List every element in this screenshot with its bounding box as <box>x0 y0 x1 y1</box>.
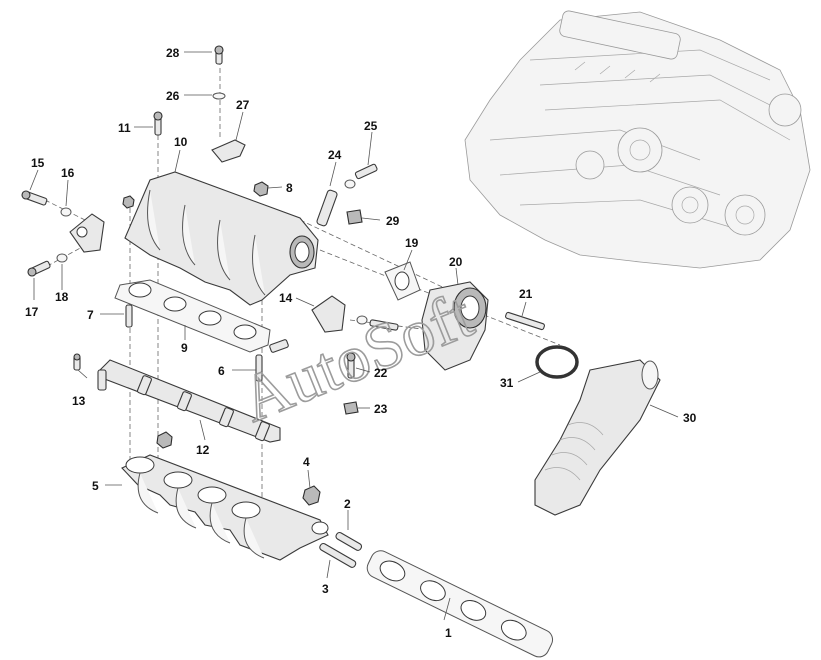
callout-9: 9 <box>181 341 188 355</box>
pin-parts <box>125 304 263 382</box>
throttle-body-group <box>269 261 545 415</box>
callout-10: 10 <box>174 135 188 149</box>
fasteners <box>122 45 269 449</box>
callout-15: 15 <box>31 156 45 170</box>
callout-numbers: 1 2 3 4 5 6 7 8 9 10 11 12 13 14 15 16 1… <box>25 46 697 640</box>
hose-clamp <box>535 345 579 379</box>
bracket-parts <box>21 190 105 277</box>
callout-12: 12 <box>196 443 210 457</box>
callout-5: 5 <box>92 479 99 493</box>
callout-14: 14 <box>279 291 293 305</box>
callout-13: 13 <box>72 394 86 408</box>
callout-31: 31 <box>500 376 514 390</box>
callout-19: 19 <box>405 236 419 250</box>
callout-6: 6 <box>218 364 225 378</box>
callout-21: 21 <box>519 287 533 301</box>
callout-29: 29 <box>386 214 400 228</box>
sensor-parts <box>316 163 378 227</box>
callout-25: 25 <box>364 119 378 133</box>
callout-30: 30 <box>683 411 697 425</box>
fuel-rail <box>97 359 281 443</box>
stud-parts <box>319 531 363 568</box>
callout-7: 7 <box>87 308 94 322</box>
callout-28: 28 <box>166 46 180 60</box>
callout-27: 27 <box>236 98 250 112</box>
callout-26: 26 <box>166 89 180 103</box>
callout-18: 18 <box>55 290 69 304</box>
watermark-text: AutoSoft <box>231 278 483 436</box>
callout-11: 11 <box>118 121 131 135</box>
callout-4: 4 <box>303 455 310 469</box>
callout-17: 17 <box>25 305 39 319</box>
callout-leaders <box>29 51 679 621</box>
callout-1: 1 <box>445 626 452 640</box>
intake-hose <box>534 359 661 516</box>
callout-22: 22 <box>374 366 388 380</box>
callout-2: 2 <box>344 497 351 511</box>
callout-20: 20 <box>449 255 463 269</box>
callout-8: 8 <box>286 181 293 195</box>
intake-gasket <box>114 279 271 353</box>
callout-24: 24 <box>328 148 342 162</box>
callout-3: 3 <box>322 582 329 596</box>
upper-intake-manifold <box>124 171 319 306</box>
callout-23: 23 <box>374 402 388 416</box>
callout-16: 16 <box>61 166 75 180</box>
nut-part <box>302 485 321 506</box>
engine-assembly-illustration <box>464 10 811 269</box>
exhaust-gasket <box>366 550 554 658</box>
lower-manifold <box>121 454 329 561</box>
bolt-13 <box>73 353 81 371</box>
